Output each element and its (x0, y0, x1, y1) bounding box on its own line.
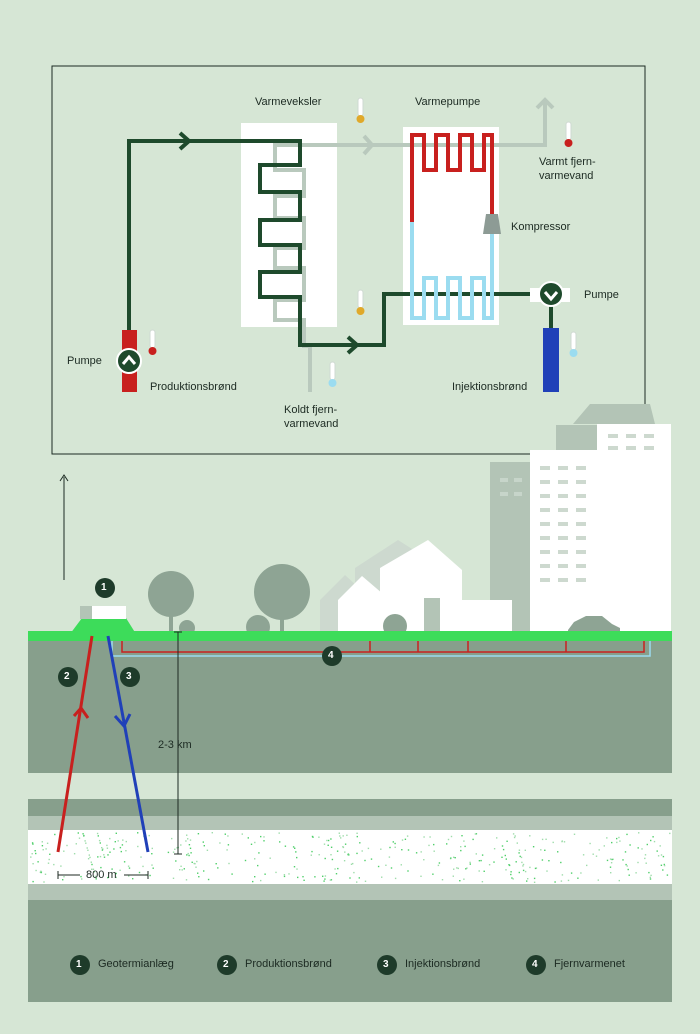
marker-3 (120, 667, 140, 687)
injection-well-label: Injektionsbrønd (452, 381, 528, 393)
schematic-frame (51, 65, 646, 455)
thermometer-icon (148, 329, 157, 355)
ground-layer-1 (28, 641, 672, 773)
legend-marker (377, 955, 397, 975)
legend-label: Geotermianlæg (98, 958, 174, 970)
geothermal-circuit (127, 131, 540, 355)
legend-marker (526, 955, 546, 975)
car (568, 616, 620, 632)
distance-measure (57, 871, 149, 879)
grass (28, 631, 672, 641)
reservoir-layer (28, 830, 672, 884)
legend-label: Produktionsbrønd (245, 958, 332, 970)
distance-label: 800 m (86, 869, 117, 881)
legend-marker (70, 955, 90, 975)
houses (320, 540, 512, 632)
marker-4 (322, 646, 342, 666)
depth-measure (174, 631, 182, 855)
legend-marker (217, 955, 237, 975)
production-well-label: Produktionsbrønd (150, 381, 237, 393)
pump-left-icon (116, 348, 142, 374)
thermometer-icon (356, 289, 365, 315)
legend-number: 4 (532, 959, 538, 970)
geothermal-plant (70, 618, 136, 634)
warm-water-label: Varmt fjern- varmevand (539, 156, 596, 182)
marker-4-number: 4 (328, 650, 334, 661)
pump-left-label: Pumpe (67, 355, 102, 367)
marker-2-number: 2 (64, 671, 70, 682)
thermometer-icon (356, 97, 365, 123)
heat-exchanger-label: Varmeveksler (255, 96, 322, 108)
marker-1-number: 1 (101, 582, 107, 593)
pump-right-icon (538, 281, 564, 307)
compressor-label: Kompressor (511, 221, 571, 233)
marker-1 (95, 578, 115, 598)
thermometer-icon (569, 331, 578, 357)
production-well (56, 635, 94, 853)
depth-label: 2-3 km (158, 739, 192, 751)
trees (148, 564, 407, 639)
legend-number: 1 (76, 959, 82, 970)
heat-pump-coils (410, 133, 494, 320)
heat-exchanger (241, 123, 337, 327)
city-buildings (490, 404, 671, 632)
injection-pipe (543, 328, 559, 392)
heat-pump-label: Varmepumpe (415, 96, 481, 108)
compressor (483, 214, 501, 234)
thermometer-icon (328, 361, 337, 387)
ground-layer-bottom (28, 900, 672, 1002)
district-heating-network (111, 641, 651, 657)
thermometer-icon (564, 121, 573, 147)
reservoir-speckles (30, 832, 671, 883)
marker-2 (58, 667, 78, 687)
legend-label: Injektionsbrønd (405, 958, 481, 970)
marker-3-number: 3 (126, 671, 132, 682)
injection-well (106, 635, 150, 853)
pump-right-label: Pumpe (584, 289, 619, 301)
legend-label: Fjernvarmenet (554, 958, 625, 970)
legend-number: 2 (223, 959, 229, 970)
legend-number: 3 (383, 959, 389, 970)
cold-water-label: Koldt fjern- varmevand (284, 404, 339, 430)
